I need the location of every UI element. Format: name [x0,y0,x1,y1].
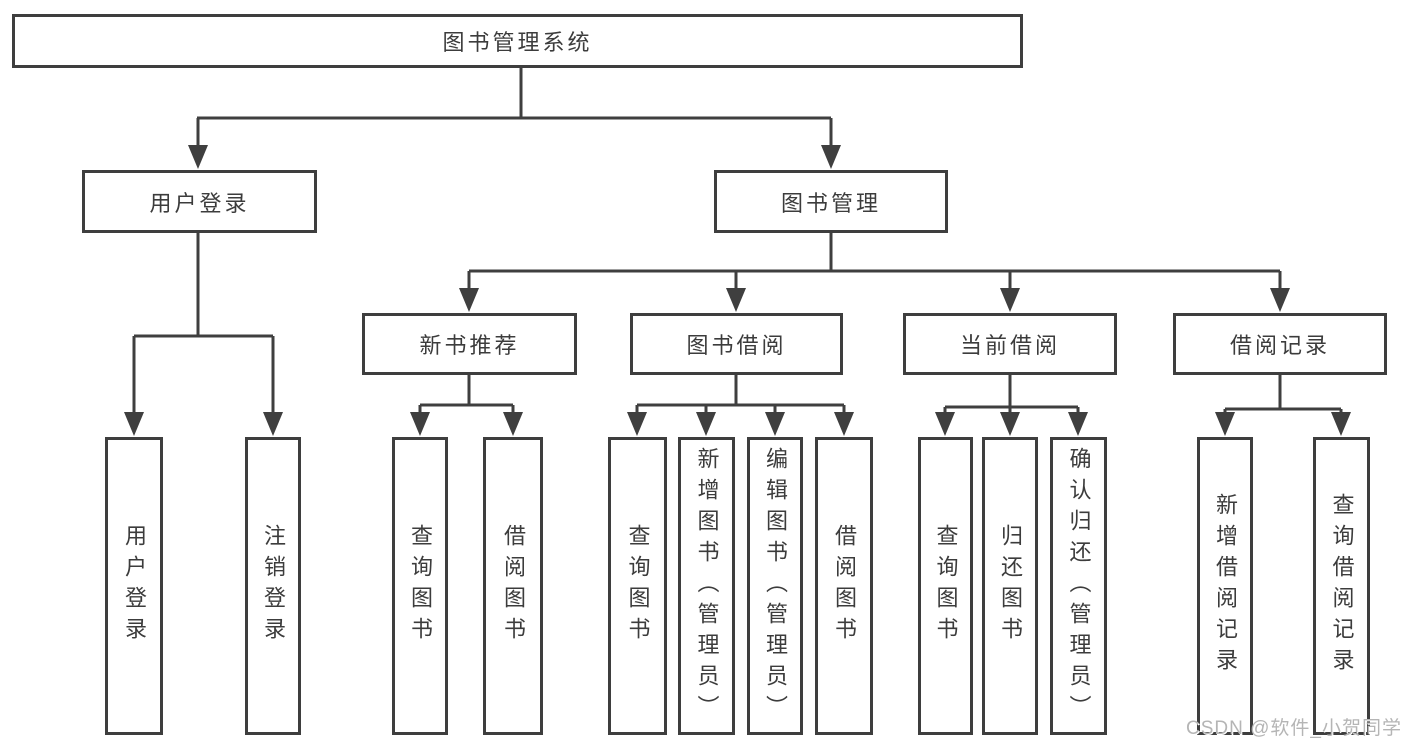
leaf-query-borrow-record: 查询借阅记录 [1313,437,1370,735]
node-borrow-records-label: 借阅记录 [1229,333,1330,358]
leaf-borrow-book-label: 借阅图书 [832,524,857,648]
leaf-return-book: 归还图书 [982,437,1038,735]
node-current-borrow: 当前借阅 [903,313,1117,375]
leaf-user-login-label: 用户登录 [122,524,147,648]
leaf-return-book-label: 归还图书 [998,524,1023,648]
leaf-query-book-current-label: 查询图书 [933,524,959,648]
node-root-label: 图书管理系统 [442,30,593,55]
leaf-logout-label: 注销登录 [261,524,286,648]
node-book-management: 图书管理 [714,170,948,233]
leaf-add-borrow-record-label: 新增借阅记录 [1213,493,1238,679]
node-root: 图书管理系统 [12,14,1023,68]
leaf-borrow-book-recommend-label: 借阅图书 [501,524,526,648]
leaf-borrow-book: 借阅图书 [815,437,873,735]
leaf-add-borrow-record: 新增借阅记录 [1197,437,1253,735]
leaf-query-borrow-record-label: 查询借阅记录 [1329,493,1355,679]
node-borrow-records: 借阅记录 [1173,313,1387,375]
node-book-borrow: 图书借阅 [630,313,843,375]
connector-lines [132,68,1343,414]
leaf-add-book-admin: 新增图书（管理员） [678,437,735,735]
csdn-watermark: CSDN @软件_小贺同学 [1186,718,1402,739]
leaf-add-book-admin-label: 新增图书（管理员） [694,446,720,726]
leaf-logout: 注销登录 [245,437,301,735]
leaf-edit-book-admin: 编辑图书（管理员） [747,437,803,735]
leaf-query-book-recommend-label: 查询图书 [408,524,433,648]
leaf-user-login: 用户登录 [105,437,163,735]
leaf-confirm-return-admin: 确认归还（管理员） [1050,437,1107,735]
leaf-borrow-book-recommend: 借阅图书 [483,437,543,735]
leaf-query-book-recommend: 查询图书 [392,437,448,735]
leaf-confirm-return-admin-label: 确认归还（管理员） [1066,446,1092,726]
node-new-book-recommend-label: 新书推荐 [419,333,520,358]
arrowheads [124,145,1351,436]
node-current-borrow-label: 当前借阅 [959,333,1060,358]
node-user-login-label: 用户登录 [149,190,250,216]
leaf-query-book-borrow: 查询图书 [608,437,667,735]
leaf-edit-book-admin-label: 编辑图书（管理员） [763,446,788,726]
leaf-query-book-current: 查询图书 [918,437,973,735]
node-book-borrow-label: 图书借阅 [686,333,787,358]
node-book-management-label: 图书管理 [780,190,881,216]
leaf-query-book-borrow-label: 查询图书 [625,524,651,648]
node-new-book-recommend: 新书推荐 [362,313,577,375]
node-user-login: 用户登录 [82,170,317,233]
